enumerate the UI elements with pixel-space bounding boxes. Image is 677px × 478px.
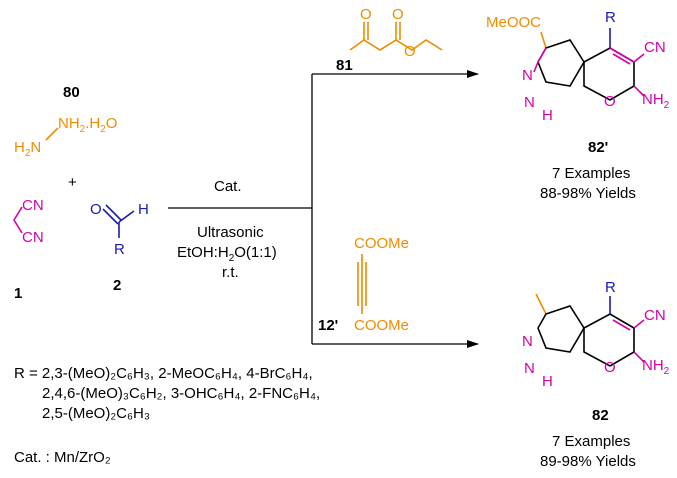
c81-ester-o: O (392, 6, 404, 23)
c1-cn-top: CN (22, 197, 44, 214)
p82p-nh2: NH2 (642, 91, 670, 111)
c2-oxygen: O (90, 201, 102, 218)
p82-cn: CN (644, 307, 666, 324)
p82-n: N (522, 333, 533, 350)
c2-r-group: R (114, 241, 125, 258)
condition-temperature: r.t. (222, 264, 239, 281)
compound-81: O O O 81 (336, 6, 443, 74)
c12-ester-top: COOMe (354, 235, 409, 252)
condition-ultrasonic: Ultrasonic (197, 224, 264, 241)
r-group-line-3: 2,5-(MeO)₂C₆H₃ (42, 405, 150, 422)
product-82-prime-number: 82' (588, 139, 608, 156)
p82p-r: R (605, 9, 616, 26)
p82-nh2: NH2 (642, 357, 670, 377)
p82-h: H (542, 373, 553, 390)
r-group-line-1: R = 2,3-(MeO)₂C₆H₃, 2-MeOC₆H₄, 4-BrC₆H₄, (14, 365, 313, 382)
c81-ether-o: O (404, 43, 416, 60)
p82p-ester: MeOOC (486, 14, 541, 31)
compound-81-number: 81 (336, 57, 353, 74)
product-82: R CN N N H O NH2 82 (522, 279, 670, 424)
c12-ester-bottom: COOMe (354, 317, 409, 334)
condition-catalyst: Cat. (214, 178, 242, 195)
compound-12-prime-number: 12' (318, 317, 338, 334)
reaction-arrows (168, 70, 479, 348)
c1-cn-bottom: CN (22, 229, 44, 246)
p82p-cn: CN (644, 39, 666, 56)
product-82-prime: MeOOC R CN N N H O NH2 82' (486, 9, 670, 156)
compound-80-number: 80 (63, 84, 80, 101)
bottom-examples: 7 Examples (552, 433, 630, 450)
plus-sign: + (68, 174, 77, 191)
p82-nh: N (524, 360, 535, 377)
compound-1-number: 1 (14, 285, 22, 302)
bottom-yields: 89-98% Yields (540, 453, 636, 470)
compound-2-number: 2 (113, 277, 121, 294)
c81-ketone-o: O (360, 6, 372, 23)
top-yields: 88-98% Yields (540, 185, 636, 202)
condition-solvent: EtOH:H2O(1:1) (177, 244, 277, 264)
p82p-n: N (522, 67, 533, 84)
hydrazine-formula-tail: NH2.H2O (58, 115, 117, 135)
product-82-number: 82 (592, 407, 609, 424)
p82p-o: O (604, 93, 616, 110)
compound-1: CN CN 1 (13, 197, 44, 302)
p82-r: R (605, 279, 616, 296)
p82p-h: H (542, 107, 553, 124)
compound-80: 80 H2N NH2.H2O (14, 84, 117, 159)
p82-o: O (604, 359, 616, 376)
r-group-line-2: 2,4,6-(MeO)₃C₆H₂, 3-OHC₆H₄, 2-FNC₆H₄, (42, 385, 320, 402)
top-examples: 7 Examples (552, 165, 630, 182)
p82p-nh: N (524, 94, 535, 111)
compound-2: O H R 2 (90, 201, 149, 294)
catalyst-note: Cat. : Mn/ZrO₂ (14, 449, 111, 466)
hydrazine-formula: H2N (14, 139, 41, 159)
c2-hydrogen: H (138, 201, 149, 218)
compound-12-prime: COOMe COOMe 12' (318, 235, 409, 334)
